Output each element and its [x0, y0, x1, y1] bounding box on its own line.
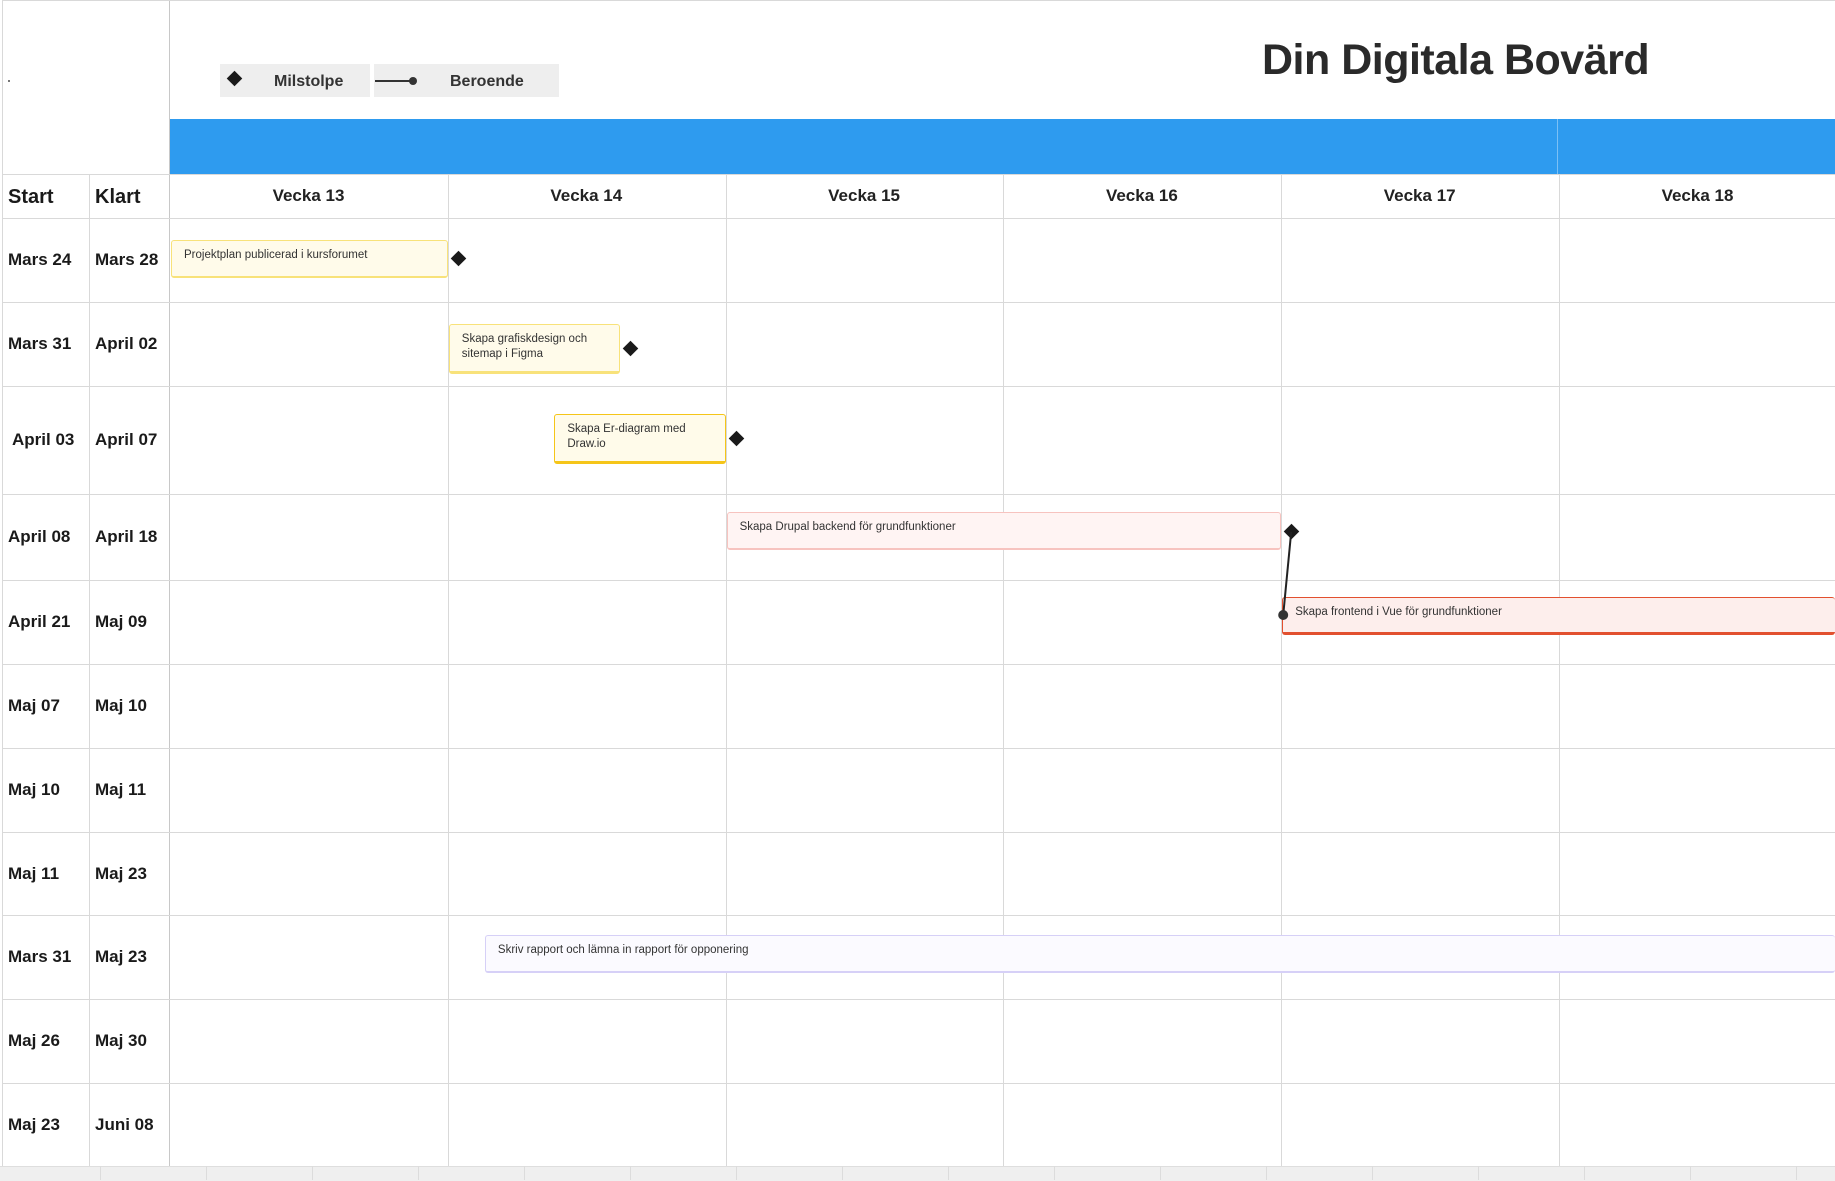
milestone-marker[interactable]: [450, 250, 467, 267]
scroll-tick: [736, 1166, 737, 1180]
row-start-date: Maj 07: [8, 696, 60, 715]
week-header: Vecka 18: [1661, 186, 1734, 205]
scroll-tick: [1796, 1166, 1797, 1180]
row-start-date: Maj 26: [8, 1031, 60, 1050]
row-gridline: [2, 999, 1835, 1000]
scroll-tick: [100, 1166, 101, 1180]
scroll-tick: [1478, 1166, 1479, 1180]
week-header: Vecka 14: [550, 186, 623, 205]
scroll-tick: [1690, 1166, 1691, 1180]
legend-milestone-label: Milstolpe: [274, 73, 344, 90]
row-start-date: Mars 31: [8, 334, 72, 353]
row-start-date: Maj 23: [8, 1114, 60, 1134]
row-end-date: Maj 11: [95, 780, 147, 799]
scroll-tick: [206, 1166, 207, 1180]
legend-separator: [370, 64, 374, 97]
scroll-tick: [1372, 1166, 1373, 1180]
milestone-marker[interactable]: [1283, 523, 1300, 540]
row-gridline: [2, 302, 1835, 303]
row-gridline: [2, 218, 1835, 219]
legend: Milstolpe Beroende: [220, 64, 559, 97]
row-gridline: [2, 386, 1835, 387]
row-end-date: April 07: [95, 430, 158, 449]
row-end-date: Maj 10: [95, 696, 147, 715]
timeline-header-divider: [1557, 119, 1558, 174]
row-start-date: April 08: [8, 527, 71, 546]
timeline-header-band: [170, 119, 1835, 174]
milestone-marker[interactable]: [728, 430, 744, 447]
row-end-date: Maj 23: [95, 863, 147, 883]
row-end-date: Maj 23: [95, 947, 147, 966]
row-start-date: April 03: [12, 430, 75, 449]
task-bar[interactable]: Projektplan publicerad i kursforumet: [171, 240, 448, 278]
week-gridline: [1281, 174, 1282, 1166]
dependency-icon: [375, 76, 420, 86]
scroll-tick: [524, 1166, 525, 1180]
row-start-date: Mars 24: [8, 250, 72, 269]
row-start-date: Mars 31: [8, 947, 72, 966]
start-end-divider: [89, 174, 90, 1166]
scroll-tick: [1584, 1166, 1585, 1180]
scroll-tick: [842, 1166, 843, 1180]
scroll-tick: [312, 1166, 313, 1180]
week-header: Vecka 15: [828, 186, 901, 205]
task-bar[interactable]: Skapa Er-diagram med Draw.io: [554, 414, 726, 464]
row-start-date: April 21: [8, 612, 71, 631]
week-gridline: [1559, 174, 1560, 1166]
row-end-date: Mars 28: [95, 250, 159, 269]
milestone-marker[interactable]: [622, 340, 639, 357]
week-gridline: [1003, 174, 1004, 1166]
scroll-tick: [1054, 1166, 1055, 1180]
row-gridline: [2, 748, 1835, 749]
corner-left-border: [2, 0, 3, 1166]
row-end-date: April 18: [95, 527, 158, 546]
row-end-date: Juni 08: [95, 1114, 154, 1134]
scroll-tick: [1266, 1166, 1267, 1180]
task-bar[interactable]: Skapa frontend i Vue för grundfunktioner: [1282, 597, 1835, 635]
week-header: Vecka 13: [272, 186, 345, 205]
row-gridline: [2, 915, 1835, 916]
top-border: [2, 0, 1835, 1]
bottom-scroll-strip[interactable]: [0, 1166, 1835, 1181]
row-end-date: Maj 09: [95, 612, 147, 631]
row-end-date: Maj 30: [95, 1031, 147, 1050]
week-header: Vecka 17: [1383, 186, 1456, 205]
corner-mark: [8, 80, 10, 82]
scroll-tick: [630, 1166, 631, 1180]
row-gridline: [2, 664, 1835, 665]
task-bar[interactable]: Skapa Drupal backend för grundfunktioner: [726, 512, 1282, 550]
header-row-top: [2, 174, 1835, 175]
milestone-icon: [226, 70, 243, 87]
scroll-tick: [1160, 1166, 1161, 1180]
task-bar[interactable]: Skriv rapport och lämna in rapport för o…: [484, 935, 1835, 973]
row-gridline: [2, 1083, 1835, 1084]
start-column-header: Start: [8, 186, 54, 208]
row-gridline: [2, 580, 1835, 581]
date-column-right-border: [169, 0, 170, 1166]
week-gridline: [726, 174, 727, 1166]
row-start-date: Maj 10: [8, 780, 60, 799]
legend-dependency-label: Beroende: [450, 73, 524, 90]
scroll-tick: [948, 1166, 949, 1180]
week-gridline: [448, 174, 449, 1166]
scroll-tick: [418, 1166, 419, 1180]
task-bar[interactable]: Skapa grafiskdesign och sitemap i Figma: [448, 324, 621, 374]
page-title: Din Digitala Bovärd: [1262, 36, 1650, 84]
row-end-date: April 02: [95, 334, 158, 353]
week-header: Vecka 16: [1105, 186, 1178, 205]
row-start-date: Maj 11: [8, 863, 60, 883]
row-gridline: [2, 494, 1835, 495]
row-gridline: [2, 832, 1835, 833]
end-column-header: Klart: [95, 186, 141, 208]
